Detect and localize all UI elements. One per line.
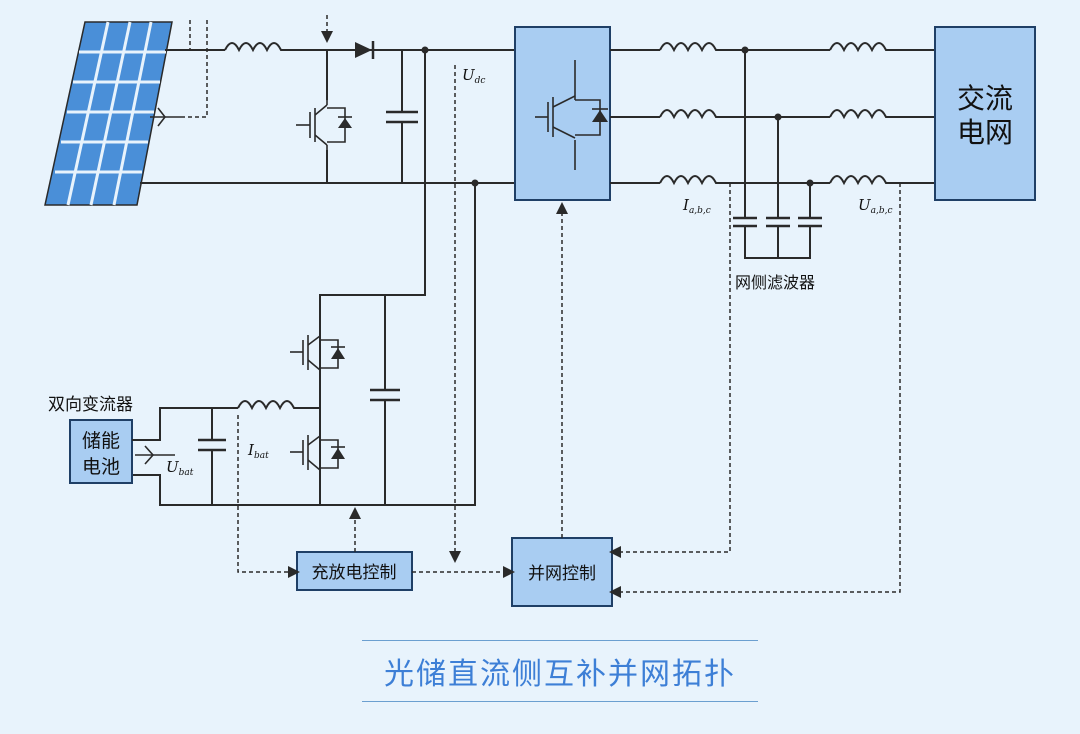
i-bat-label: Ibat (247, 441, 269, 461)
control-signals (237, 183, 901, 598)
u-dc-label: Udc (462, 66, 485, 86)
i-abc-label: Ia,b,c (682, 196, 711, 216)
grid-label-line2: 电网 (957, 116, 1013, 149)
charge-control-label: 充放电控制 (312, 563, 397, 583)
bidirectional-converter (132, 295, 400, 505)
dc-bus-branches (130, 46, 479, 563)
boost-switch (296, 15, 352, 183)
pv-panel (44, 21, 173, 206)
ac-lines (610, 42, 935, 186)
converter-label: 双向变流器 (48, 395, 133, 415)
battery-label-line1: 储能 (82, 430, 120, 452)
figure-caption: 光储直流侧互补并网拓扑 (362, 640, 758, 702)
inverter-box (514, 26, 611, 201)
grid-box (934, 26, 1036, 201)
grid-control-label: 并网控制 (528, 564, 596, 584)
filter-capacitors (733, 46, 822, 259)
boost-diode (350, 41, 515, 59)
dc-link-capacitor (386, 50, 418, 183)
u-bat-label: Ubat (166, 458, 194, 478)
u-abc-label: Ua,b,c (858, 196, 893, 216)
grid-label-line1: 交流 (957, 82, 1013, 115)
battery-box (69, 419, 133, 484)
filter-label: 网侧滤波器 (735, 273, 815, 292)
grid-control-box (511, 537, 613, 607)
boost-inductor (224, 42, 350, 53)
battery-label-line2: 电池 (82, 456, 120, 478)
